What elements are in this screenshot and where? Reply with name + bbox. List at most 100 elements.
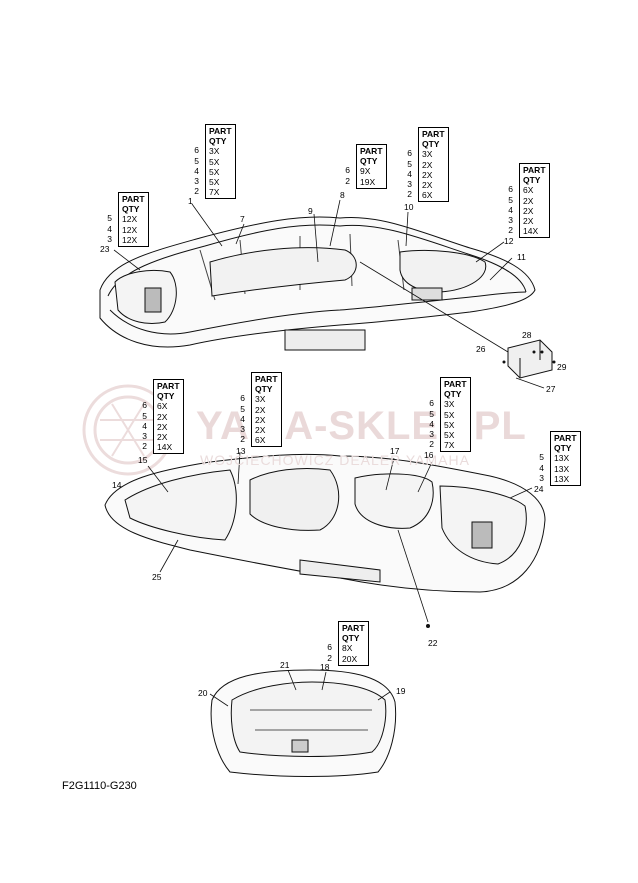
qty-value: 13X	[554, 473, 570, 484]
qty-value: 5X	[209, 156, 220, 167]
callout-21: 21	[280, 660, 290, 670]
qty-value: 2X	[422, 180, 433, 191]
callout-18: 18	[320, 662, 330, 672]
qty-table-header: QTY	[209, 136, 227, 147]
part-number: 6	[508, 184, 513, 195]
part-number: 4	[142, 420, 147, 431]
qty-table-header: QTY	[554, 443, 572, 454]
part-number: 6	[194, 145, 199, 156]
qty-value: 20X	[342, 653, 358, 664]
part-number: 2	[429, 439, 434, 450]
qty-value: 5X	[444, 419, 455, 430]
callout-17: 17	[390, 446, 400, 456]
qty-value: 2X	[255, 425, 266, 436]
part-number: 5	[107, 213, 112, 224]
part-number: 5	[142, 410, 147, 421]
part-number: 3	[240, 424, 245, 434]
qty-value: 2X	[422, 159, 433, 170]
part-number: 3	[142, 431, 147, 441]
qty-value: 7X	[209, 187, 220, 198]
qty-table-header: PART	[157, 381, 180, 391]
front-deck	[210, 669, 397, 777]
callout-29: 29	[557, 362, 567, 372]
qty-value: 6X	[157, 401, 168, 412]
qty-value: 5X	[444, 430, 455, 441]
qty-value: 2X	[523, 195, 534, 206]
part-number: 2	[327, 652, 332, 663]
part-number: 4	[508, 204, 513, 215]
callout-19: 19	[396, 686, 406, 696]
qty-value: 8X	[342, 643, 353, 654]
qty-table-header: QTY	[122, 204, 140, 215]
part-number: 3	[407, 179, 412, 189]
part-number: 6	[142, 400, 147, 411]
callout-12: 12	[504, 236, 514, 246]
qty-value: 6X	[255, 435, 266, 446]
callout-22: 22	[428, 638, 438, 648]
callout-27: 27	[546, 384, 556, 394]
qty-value: 2X	[523, 216, 534, 227]
qty-value: 6X	[523, 185, 534, 196]
qty-value: 2X	[255, 404, 266, 415]
qty-table-header: PART	[422, 129, 445, 139]
part-number: 6	[429, 398, 434, 409]
part-26-block	[507, 339, 553, 379]
part-number: 4	[539, 462, 544, 473]
qty-table-header: QTY	[523, 175, 541, 186]
fastener-marks	[426, 350, 556, 628]
callout-16: 16	[424, 450, 434, 460]
part-number: 4	[429, 418, 434, 429]
callout-1: 1	[188, 196, 193, 206]
callout-8: 8	[340, 190, 345, 200]
qty-table-header: QTY	[422, 139, 440, 150]
part-number: 5	[240, 403, 245, 414]
callout-26: 26	[476, 344, 486, 354]
part-number: 3	[194, 176, 199, 186]
callout-20: 20	[198, 688, 208, 698]
part-number: 3	[107, 233, 112, 244]
part-number: 3	[539, 472, 544, 483]
qty-value: 19X	[360, 176, 376, 187]
part-number: 4	[194, 165, 199, 176]
part-number: 6	[240, 393, 245, 404]
qty-value: 12X	[122, 234, 138, 245]
part-number: 2	[508, 225, 513, 236]
qty-table-header: QTY	[342, 633, 360, 644]
qty-value: 2X	[523, 205, 534, 216]
qty-value: 12X	[122, 214, 138, 225]
qty-table-header: PART	[209, 126, 232, 136]
qty-value: 5X	[444, 409, 455, 420]
qty-value: 5X	[209, 177, 220, 188]
qty-value: 3X	[209, 146, 220, 157]
qty-value: 2X	[157, 432, 168, 443]
callout-25: 25	[152, 572, 162, 582]
callout-13: 13	[236, 446, 246, 456]
qty-table-header: PART	[360, 146, 383, 156]
qty-table-header: PART	[523, 165, 546, 175]
diagram-code: F2G1110-G230	[62, 780, 137, 792]
callout-7: 7	[240, 214, 245, 224]
callout-14: 14	[112, 480, 122, 490]
part-number: 5	[429, 408, 434, 419]
part-number: 2	[407, 189, 412, 200]
part-number: 5	[508, 194, 513, 205]
qty-value: 3X	[422, 149, 433, 160]
qty-table-header: PART	[342, 623, 365, 633]
part-number: 5	[539, 452, 544, 463]
